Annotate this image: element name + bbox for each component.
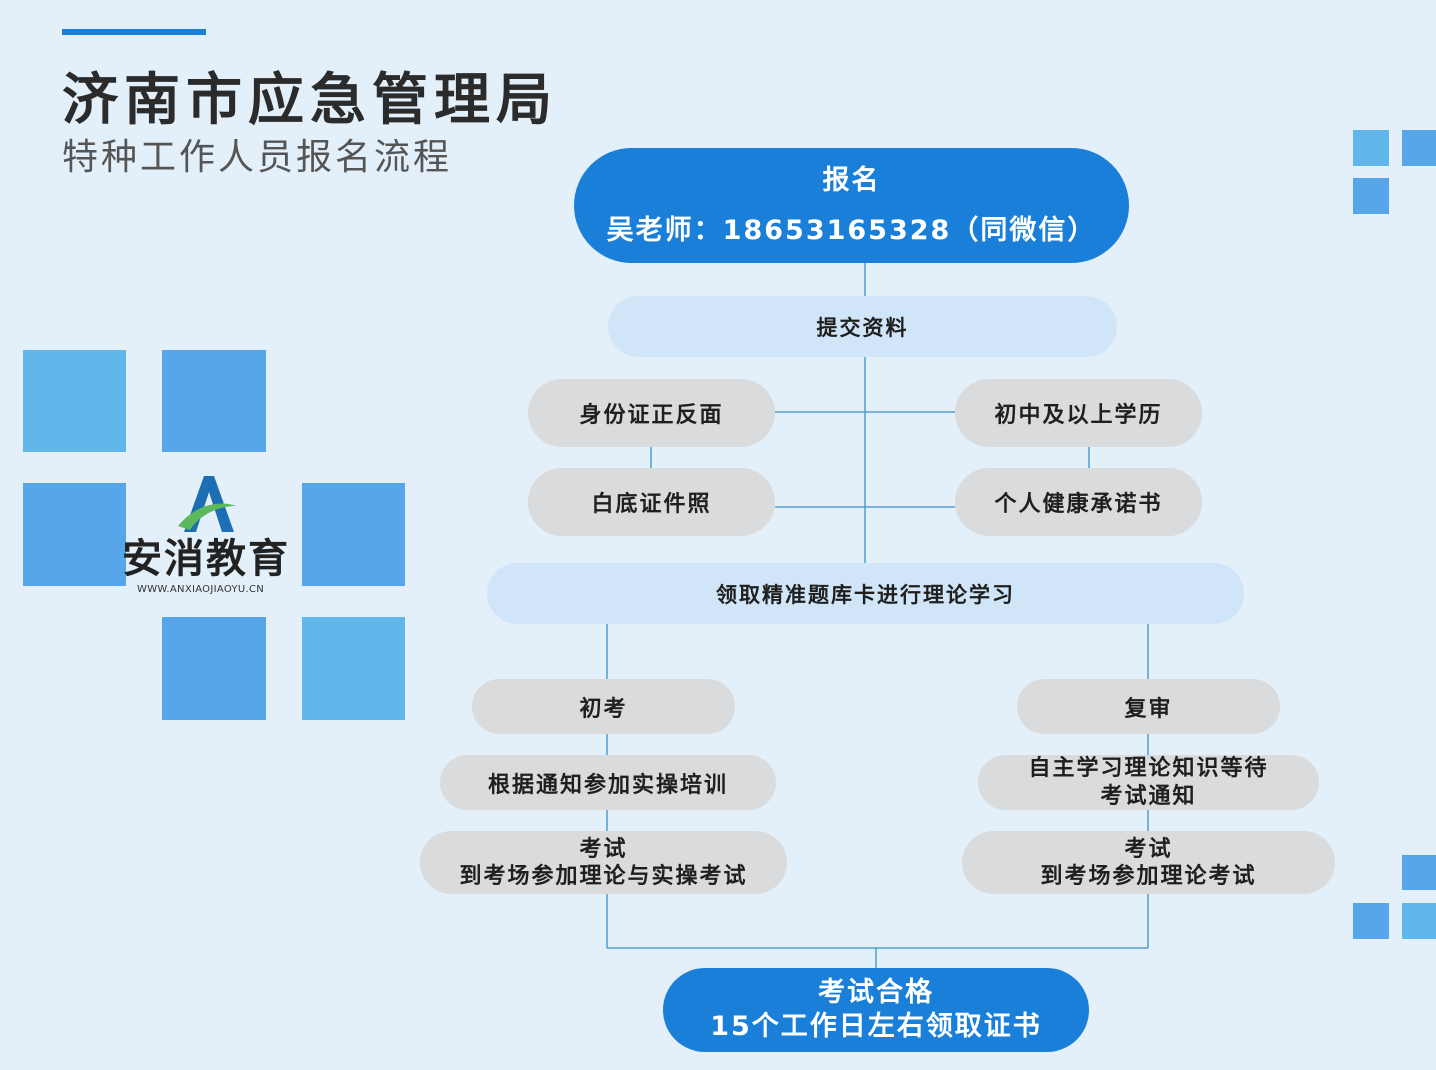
page-title: 济南市应急管理局 bbox=[62, 68, 558, 133]
decor-square bbox=[1353, 903, 1389, 939]
id-card-node: 身份证正反面 bbox=[528, 379, 775, 447]
header-accent-bar bbox=[62, 29, 206, 35]
first-exam-node: 初考 bbox=[472, 679, 735, 734]
self-study-node: 自主学习理论知识等待 考试通知 bbox=[978, 755, 1319, 810]
logo-square bbox=[162, 617, 266, 720]
logo-a-icon bbox=[178, 476, 236, 532]
self-study-line1: 自主学习理论知识等待 bbox=[1028, 755, 1269, 781]
review-label: 复审 bbox=[1124, 696, 1173, 722]
register-node: 报名 吴老师：18653165328（同微信） bbox=[574, 148, 1129, 263]
pass-line1: 考试合格 bbox=[818, 977, 934, 1008]
exam2-title: 考试 bbox=[1124, 836, 1173, 862]
submit-materials-node: 提交资料 bbox=[608, 296, 1117, 357]
self-study-line2: 考试通知 bbox=[1100, 783, 1197, 809]
decor-square bbox=[1402, 903, 1436, 939]
exam2-detail: 到考场参加理论考试 bbox=[1040, 863, 1257, 889]
logo-square bbox=[162, 350, 266, 452]
decor-square bbox=[1353, 178, 1389, 214]
logo-square bbox=[23, 483, 126, 586]
page-subtitle: 特种工作人员报名流程 bbox=[62, 137, 453, 178]
practical-training-node: 根据通知参加实操培训 bbox=[440, 755, 776, 810]
training-label: 根据通知参加实操培训 bbox=[487, 772, 728, 798]
register-title: 报名 bbox=[822, 164, 881, 196]
photo-label: 白底证件照 bbox=[591, 492, 712, 517]
logo-url: WWW.ANXIAOJIAOYU.CN bbox=[137, 584, 265, 595]
first-exam-label: 初考 bbox=[579, 696, 628, 722]
id-card-label: 身份证正反面 bbox=[579, 403, 724, 428]
exam-theory-node: 考试 到考场参加理论考试 bbox=[962, 831, 1335, 894]
education-node: 初中及以上学历 bbox=[955, 379, 1202, 447]
logo-square bbox=[302, 617, 405, 720]
decor-square bbox=[1353, 130, 1389, 166]
register-contact: 吴老师：18653165328（同微信） bbox=[606, 214, 1097, 246]
decor-square bbox=[1402, 130, 1436, 166]
exam1-detail: 到考场参加理论与实操考试 bbox=[459, 863, 748, 889]
exam-theory-practical-node: 考试 到考场参加理论与实操考试 bbox=[420, 831, 787, 894]
submit-label: 提交资料 bbox=[816, 315, 909, 340]
photo-node: 白底证件照 bbox=[528, 468, 775, 536]
logo-name: 安消教育 bbox=[122, 535, 290, 582]
exam1-title: 考试 bbox=[579, 836, 628, 862]
theory-study-node: 领取精准题库卡进行理论学习 bbox=[487, 563, 1244, 624]
review-node: 复审 bbox=[1017, 679, 1280, 734]
study-label: 领取精准题库卡进行理论学习 bbox=[716, 582, 1015, 607]
education-label: 初中及以上学历 bbox=[994, 403, 1163, 428]
pass-certificate-node: 考试合格 15个工作日左右领取证书 bbox=[663, 968, 1089, 1052]
health-label: 个人健康承诺书 bbox=[994, 492, 1163, 517]
health-pledge-node: 个人健康承诺书 bbox=[955, 468, 1202, 536]
logo-square bbox=[302, 483, 405, 586]
decor-square bbox=[1402, 855, 1436, 890]
pass-line2: 15个工作日左右领取证书 bbox=[710, 1011, 1042, 1042]
logo-square bbox=[23, 350, 126, 452]
